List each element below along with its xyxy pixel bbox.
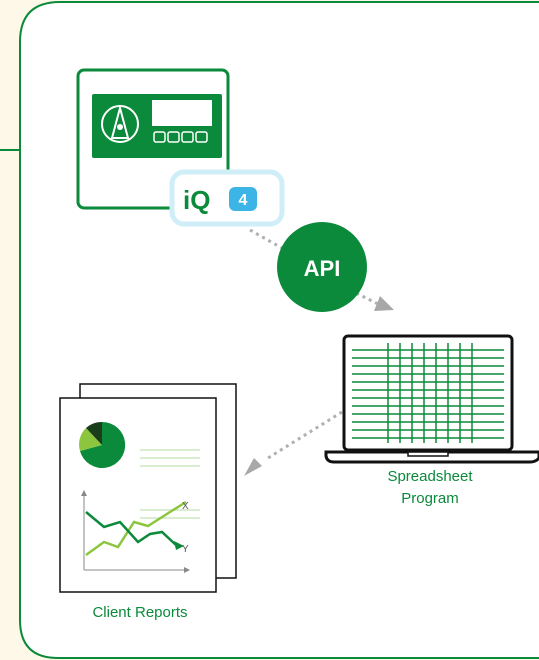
iq-version-text: 4 bbox=[239, 192, 248, 209]
arrowhead-to-laptop bbox=[374, 296, 394, 311]
spreadsheet-program-label: Spreadsheet Program bbox=[360, 466, 500, 510]
iq-brand-text: iQ bbox=[183, 185, 210, 215]
series-y-line bbox=[85, 511, 177, 546]
iq4-badge: iQ 4 bbox=[169, 169, 285, 227]
laptop-spreadsheet-icon bbox=[324, 334, 539, 464]
spreadsheet-label-line1: Spreadsheet bbox=[387, 468, 473, 485]
controller-display bbox=[152, 100, 212, 126]
series-x-line bbox=[85, 500, 187, 557]
arrowhead-to-reports bbox=[244, 458, 262, 476]
x-series-letter: X bbox=[182, 501, 189, 512]
client-reports-label: Client Reports bbox=[92, 604, 188, 621]
report-line-chart: X Y bbox=[81, 490, 200, 573]
report-pie-chart bbox=[79, 421, 126, 468]
report-flow-arrow bbox=[244, 410, 343, 476]
spreadsheet-label-line2: Program bbox=[401, 490, 459, 507]
y-series-letter: Y bbox=[182, 544, 189, 555]
client-reports-icon: X Y bbox=[59, 383, 237, 593]
api-badge: API bbox=[277, 222, 367, 312]
api-label: API bbox=[304, 256, 341, 281]
